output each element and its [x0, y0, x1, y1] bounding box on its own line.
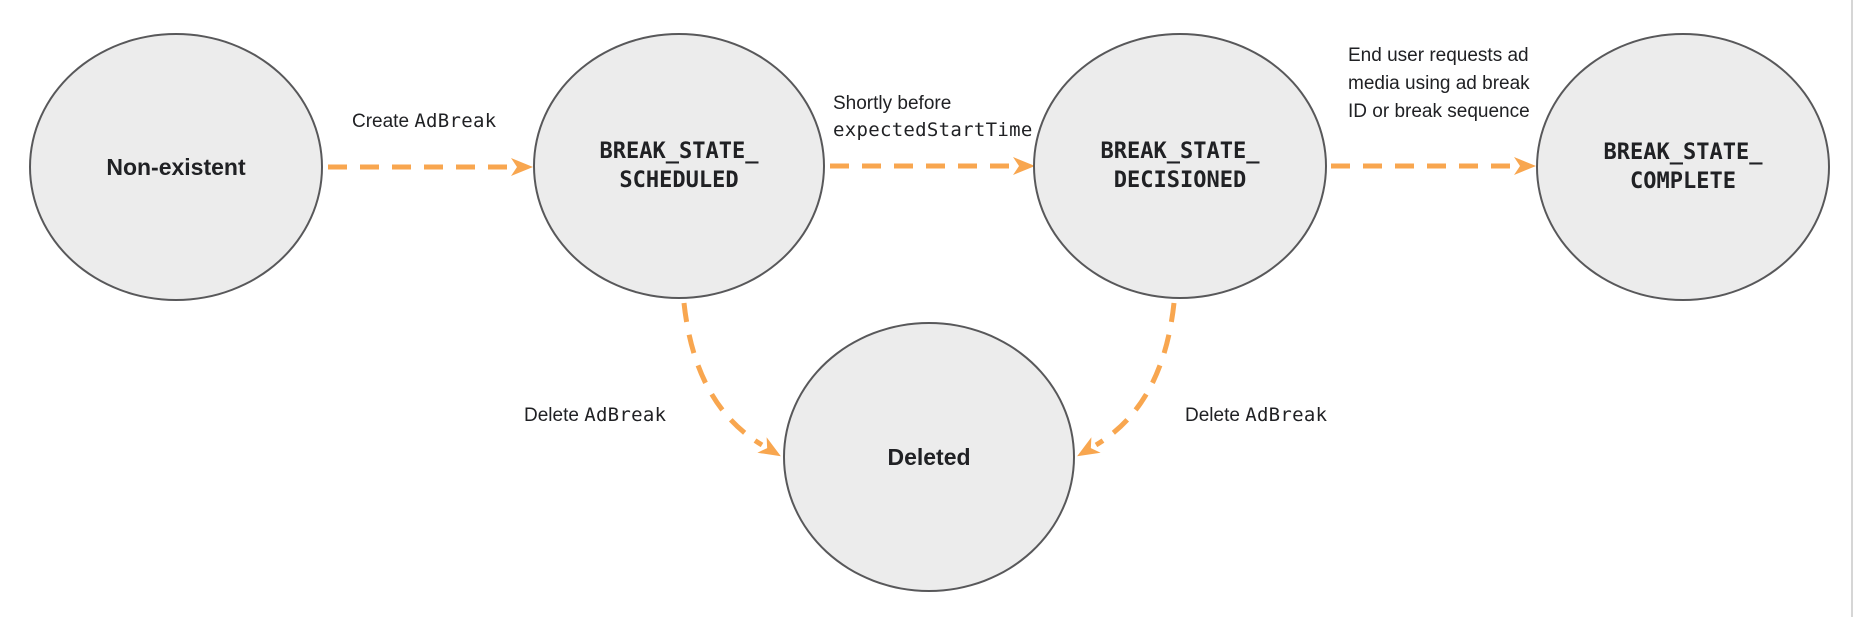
edge-label-create-adbreak: Create AdBreak: [352, 108, 497, 135]
state-label-break-state-complete: BREAK_STATE_ COMPLETE: [1603, 140, 1763, 194]
content-edge-rule: [1851, 0, 1853, 617]
state-label-non-existent: Non-existent: [106, 154, 246, 180]
edge-label-delete-adbreak-right: Delete AdBreak: [1185, 402, 1327, 429]
state-label-deleted: Deleted: [887, 444, 971, 470]
edge-delete-from-decisioned-arrow: [1077, 302, 1177, 457]
edge-label-create-code: AdBreak: [414, 110, 497, 132]
edge-label-shortly-code: expectedStartTime: [833, 119, 1033, 141]
state-label-break-state-decisioned: BREAK_STATE_ DECISIONED: [1100, 139, 1260, 193]
state-node-deleted: Deleted: [783, 322, 1075, 592]
edge-delete-from-scheduled-arrow: [681, 302, 781, 457]
state-node-non-existent: Non-existent: [29, 33, 323, 301]
state-node-break-state-scheduled: BREAK_STATE_ SCHEDULED: [533, 33, 825, 299]
state-node-break-state-decisioned: BREAK_STATE_ DECISIONED: [1033, 33, 1327, 299]
edge-label-shortly-text: Shortly before: [833, 93, 952, 114]
edge-label-shortly-before: Shortly before expectedStartTime: [833, 90, 1033, 144]
state-node-break-state-complete: BREAK_STATE_ COMPLETE: [1536, 33, 1830, 301]
edge-label-create-text: Create: [352, 111, 415, 132]
edge-label-end-user-requests: End user requests ad media using ad brea…: [1348, 42, 1534, 126]
edge-label-end-user-text: End user requests ad media using ad brea…: [1348, 45, 1530, 122]
state-label-break-state-scheduled: BREAK_STATE_ SCHEDULED: [599, 139, 759, 193]
edge-label-delete-adbreak-left: Delete AdBreak: [524, 402, 666, 429]
edge-label-delete-left-text: Delete: [524, 405, 585, 426]
edge-label-delete-right-text: Delete: [1185, 405, 1246, 426]
edge-label-delete-right-code: AdBreak: [1245, 404, 1328, 426]
edge-label-delete-left-code: AdBreak: [584, 404, 667, 426]
